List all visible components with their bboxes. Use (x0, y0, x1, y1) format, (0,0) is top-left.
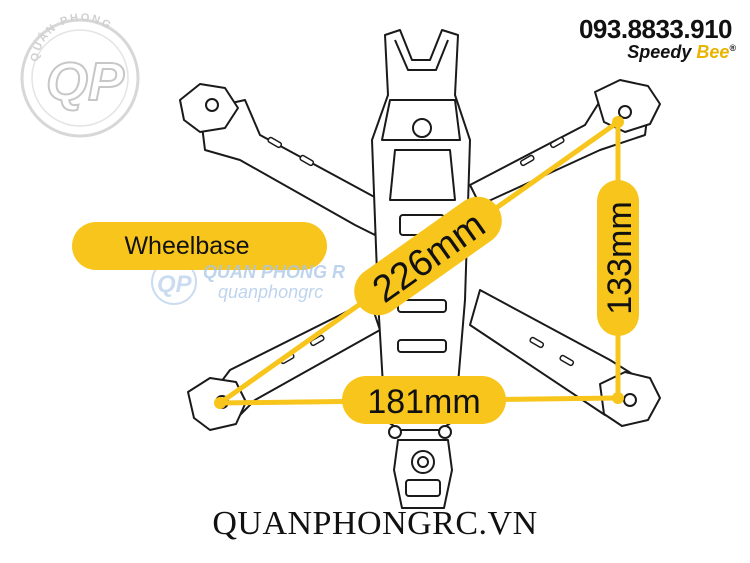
motor-mount-top-right (612, 116, 624, 128)
website-footer: QUANPHONGRC.VN (212, 505, 538, 542)
brand-accent: Bee (696, 42, 730, 62)
frame-arms (179, 79, 661, 431)
motor-mount-bottom-left (214, 397, 226, 409)
svg-text:QP: QP (157, 271, 193, 298)
motor-mount-bottom-right (612, 392, 624, 404)
wheelbase-label: Wheelbase (124, 232, 250, 260)
brand-mark: ® (729, 43, 736, 53)
watermark-logo: QP QUÂN PHONG (20, 12, 140, 138)
vertical-label: 133mm (601, 201, 639, 314)
horizontal-dimension: 181mm (342, 376, 506, 424)
wheelbase-badge: Wheelbase (72, 222, 327, 270)
brand-logo: Speedy Bee® (627, 42, 736, 63)
horizontal-label: 181mm (367, 383, 480, 421)
watermark-line-1: QUAN PHONG R (203, 262, 346, 282)
watermark-line-2: quanphongrc (218, 282, 324, 302)
phone-number: 093.8833.910 (578, 14, 733, 44)
vertical-dimension: 133mm (597, 180, 639, 336)
brand-main: Speedy (627, 42, 697, 62)
logo-monogram: QP (46, 52, 125, 112)
